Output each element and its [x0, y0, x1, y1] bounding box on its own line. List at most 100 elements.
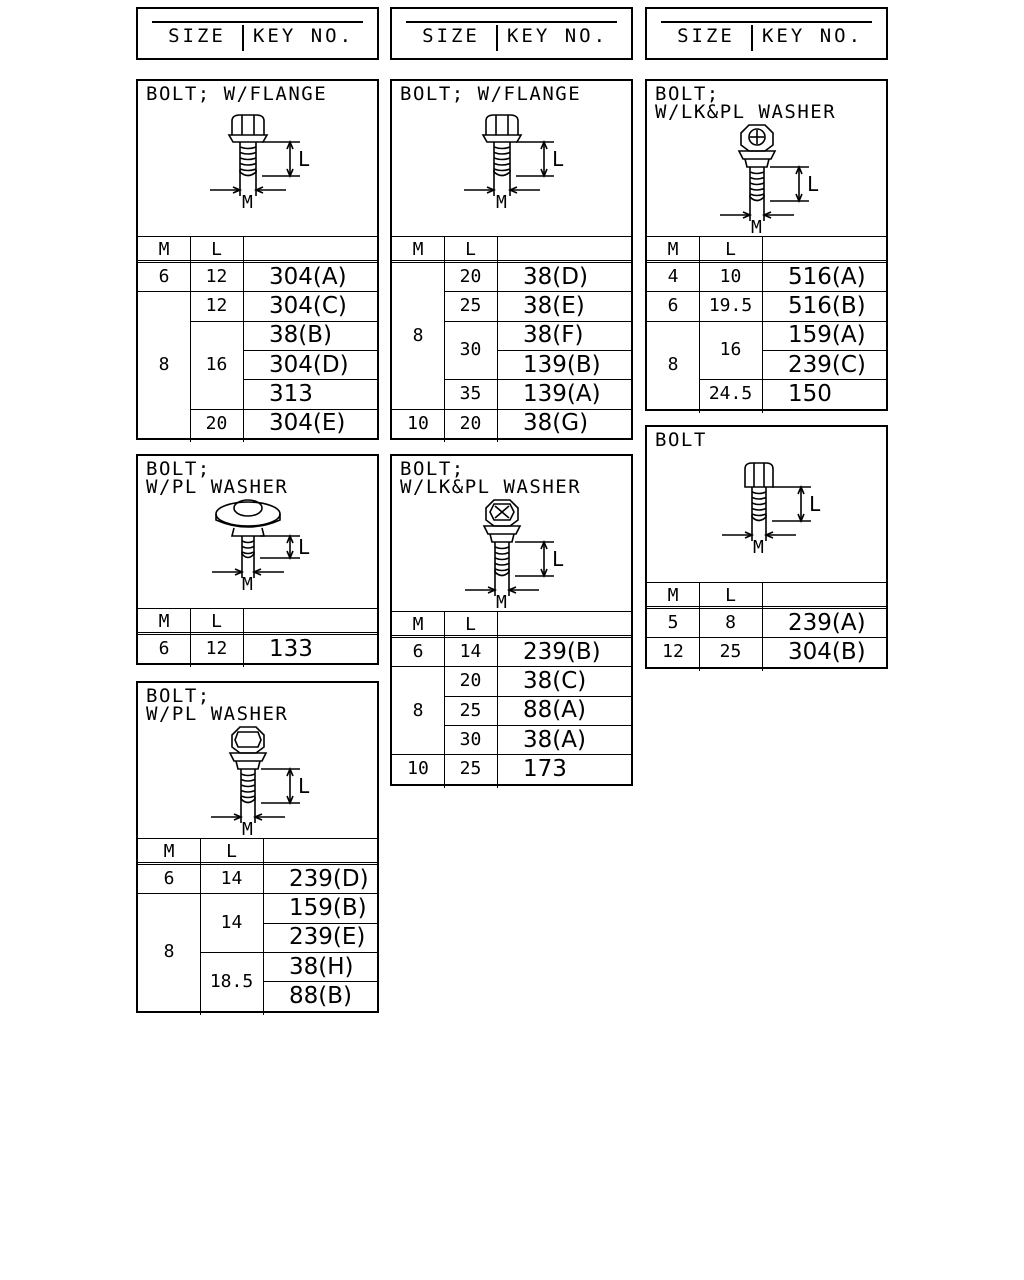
row-rule	[263, 981, 377, 983]
column-divider	[762, 236, 763, 413]
panel-title: BOLT; W/LK&PL WASHER	[655, 83, 837, 123]
column-divider	[444, 236, 445, 442]
length-cell: 12	[205, 266, 228, 288]
length-cell: 16	[205, 354, 228, 376]
bolt-drawing: LM	[211, 726, 310, 838]
length-cell: 20	[205, 412, 228, 434]
column-divider	[699, 236, 700, 413]
column-divider	[497, 236, 498, 442]
row-rule	[444, 666, 497, 668]
key-no-cell: 173	[523, 755, 567, 782]
panel-title: BOLT; W/FLANGE	[400, 83, 582, 105]
key-no-label: KEY NO.	[761, 25, 864, 47]
column-divider	[444, 611, 445, 788]
row-rule	[497, 408, 631, 410]
diameter-dim-label: M	[242, 819, 253, 838]
length-cell: 24.5	[708, 383, 753, 405]
key-no-cell: 38(B)	[269, 322, 332, 349]
panel-title: BOLT; W/PL WASHER	[146, 458, 289, 498]
key-no-cell: 304(B)	[788, 638, 866, 665]
column-header-l: L	[465, 238, 476, 260]
row-rule	[243, 379, 377, 381]
column-header-l: L	[465, 613, 476, 635]
length-cell: 12	[205, 295, 228, 317]
key-no-cell: 239(A)	[788, 609, 866, 636]
column-divider	[699, 582, 700, 671]
diameter-cell: 10	[407, 758, 429, 780]
row-rule	[497, 666, 631, 668]
diameter-cell: 8	[412, 324, 424, 346]
key-no-cell: 239(B)	[523, 638, 601, 665]
size-label: SIZE	[422, 25, 480, 47]
column-header-l: L	[226, 840, 237, 862]
row-rule	[190, 408, 243, 410]
length-cell: 14	[220, 912, 243, 934]
table-double-rule	[392, 260, 631, 263]
row-rule	[762, 349, 886, 351]
diameter-cell: 6	[667, 295, 679, 317]
row-rule	[497, 379, 631, 381]
diameter-dim-label: M	[496, 592, 507, 611]
length-cell: 18.5	[209, 970, 254, 992]
row-rule	[699, 291, 762, 293]
length-cell: 25	[459, 295, 482, 317]
length-cell: 8	[725, 612, 736, 634]
row-rule	[647, 320, 699, 322]
row-rule	[243, 408, 377, 410]
row-rule	[444, 408, 497, 410]
key-no-cell: 239(D)	[289, 865, 369, 892]
key-no-cell: 38(C)	[523, 667, 587, 694]
table-double-rule	[392, 635, 631, 638]
key-no-label: KEY NO.	[252, 25, 355, 47]
row-rule	[497, 349, 631, 351]
length-dim-label: L	[809, 492, 821, 516]
column-divider	[762, 582, 763, 671]
key-no-cell: 38(F)	[523, 322, 584, 349]
row-rule	[497, 320, 631, 322]
column-header-m: M	[158, 610, 170, 632]
header-rule	[152, 21, 363, 23]
key-no-cell: 38(E)	[523, 292, 585, 319]
header-rule	[661, 21, 872, 23]
table-double-rule	[138, 632, 377, 635]
column-divider	[200, 838, 201, 1015]
header-divider	[751, 25, 753, 51]
length-dim-label: L	[552, 147, 564, 171]
diameter-cell: 8	[158, 354, 170, 376]
row-rule	[762, 291, 886, 293]
length-cell: 20	[459, 412, 482, 434]
key-no-cell: 304(C)	[269, 292, 347, 319]
row-rule	[762, 637, 886, 639]
bolt-drawing: LM	[464, 114, 564, 213]
key-no-cell: 88(B)	[289, 982, 352, 1009]
length-dim-label: L	[298, 147, 310, 171]
panel-title: BOLT; W/LK&PL WASHER	[400, 458, 582, 498]
key-no-cell: 38(H)	[289, 953, 354, 980]
diameter-cell: 12	[662, 641, 684, 663]
length-dim-label: L	[552, 547, 564, 571]
diameter-dim-label: M	[242, 192, 253, 213]
header-divider	[242, 25, 244, 51]
length-cell: 30	[459, 729, 482, 751]
key-no-cell: 304(D)	[269, 351, 349, 378]
length-dim-label: L	[298, 535, 310, 559]
length-cell: 14	[459, 641, 482, 663]
row-rule	[762, 379, 886, 381]
length-cell: 25	[459, 758, 482, 780]
length-dim-label: L	[807, 172, 819, 196]
row-rule	[392, 666, 444, 668]
length-cell: 25	[719, 641, 742, 663]
row-rule	[497, 724, 631, 726]
key-no-cell: 150	[788, 380, 832, 407]
table-double-rule	[647, 260, 886, 263]
key-no-cell: 88(A)	[523, 697, 586, 724]
column-divider	[497, 611, 498, 788]
row-rule	[200, 893, 263, 895]
row-rule	[190, 291, 243, 293]
column-header-l: L	[725, 584, 736, 606]
length-cell: 35	[459, 383, 482, 405]
